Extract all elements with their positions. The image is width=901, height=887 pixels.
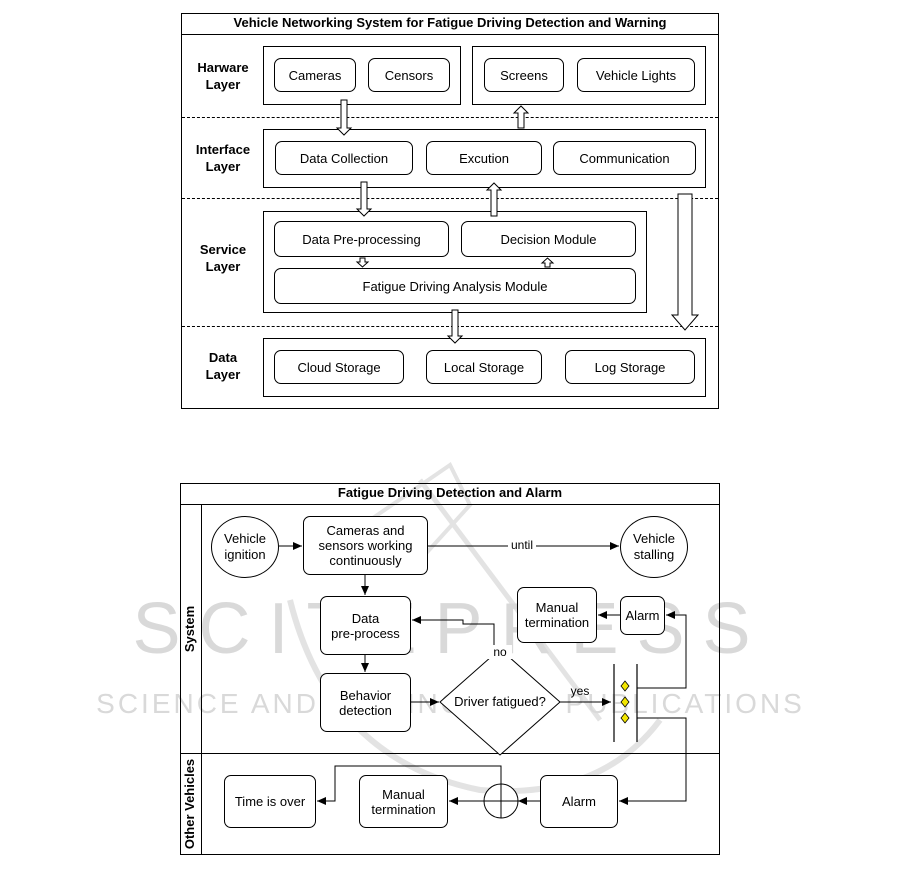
cameras-box: Cameras xyxy=(274,58,356,92)
yellow-diamond-marker xyxy=(620,680,630,692)
hollow-arrow-down xyxy=(335,99,353,136)
screens-box: Screens xyxy=(484,58,564,92)
diamond-markers xyxy=(620,680,630,724)
edge-label-yes: yes xyxy=(570,684,590,698)
edge-label-until: until xyxy=(508,538,536,552)
data-layer-label: Data Layer xyxy=(205,350,241,382)
communication-box: Communication xyxy=(553,141,696,175)
hollow-arrow-up xyxy=(485,182,503,217)
edge-label-no: no xyxy=(488,645,512,659)
data-collection-box: Data Collection xyxy=(275,141,413,175)
fatigue-analysis-module-box: Fatigue Driving Analysis Module xyxy=(274,268,636,304)
layer-divider xyxy=(182,326,718,327)
local-storage-box: Local Storage xyxy=(426,350,542,384)
layer-divider xyxy=(182,117,718,118)
edge-bar-to-alarm-system xyxy=(637,611,687,689)
time-is-over-node: Time is over xyxy=(224,775,316,828)
hollow-arrow-down xyxy=(355,181,373,217)
hollow-arrow-down xyxy=(446,309,464,344)
vehicle-lights-box: Vehicle Lights xyxy=(577,58,695,92)
lane-divider xyxy=(180,753,720,754)
cameras-sensors-node: Cameras and sensors working continuously xyxy=(303,516,428,575)
flowchart-diagram xyxy=(180,483,720,855)
edge-gateway-to-time-over xyxy=(317,765,502,805)
gateway-symbol xyxy=(483,783,519,819)
hardware-layer-label: Harware Layer xyxy=(197,60,249,92)
alarm-system-node: Alarm xyxy=(620,596,665,635)
manual-termination-other-node: Manual termination xyxy=(359,775,448,828)
large-hollow-arrow-down xyxy=(670,193,700,331)
decision-label: Driver fatigued? xyxy=(454,694,546,709)
data-preprocessing-box: Data Pre-processing xyxy=(274,221,449,257)
manual-termination-system-node: Manual termination xyxy=(517,587,597,643)
cloud-storage-box: Cloud Storage xyxy=(274,350,404,384)
yellow-diamond-marker xyxy=(620,712,630,724)
alarm-other-node: Alarm xyxy=(540,775,618,828)
edge-bar-to-alarm-other xyxy=(619,717,687,805)
hollow-arrow-small-up xyxy=(540,257,555,268)
lane-header-divider xyxy=(201,505,202,855)
log-storage-box: Log Storage xyxy=(565,350,695,384)
yellow-diamond-marker xyxy=(620,696,630,708)
hollow-arrow-up xyxy=(512,105,530,129)
censors-box: Censors xyxy=(368,58,450,92)
layer-divider xyxy=(182,198,718,199)
vehicle-ignition-node: Vehicle ignition xyxy=(211,516,279,578)
service-layer-label: Service Layer xyxy=(199,242,247,274)
decision-module-box: Decision Module xyxy=(461,221,636,257)
data-preprocess-node: Data pre-process xyxy=(320,596,411,655)
excution-box: Excution xyxy=(426,141,542,175)
signal-bar xyxy=(613,664,638,742)
vehicle-stalling-node: Vehicle stalling xyxy=(620,516,688,578)
edge-no-to-preprocess xyxy=(412,616,495,648)
hollow-arrow-small-down xyxy=(355,257,370,268)
decision-diamond xyxy=(439,648,561,756)
flowchart-title: Fatigue Driving Detection and Alarm xyxy=(180,483,720,505)
behavior-detection-node: Behavior detection xyxy=(320,673,411,732)
architecture-diagram xyxy=(181,13,719,409)
architecture-title: Vehicle Networking System for Fatigue Dr… xyxy=(181,13,719,35)
interface-layer-label: Interface Layer xyxy=(195,142,251,174)
